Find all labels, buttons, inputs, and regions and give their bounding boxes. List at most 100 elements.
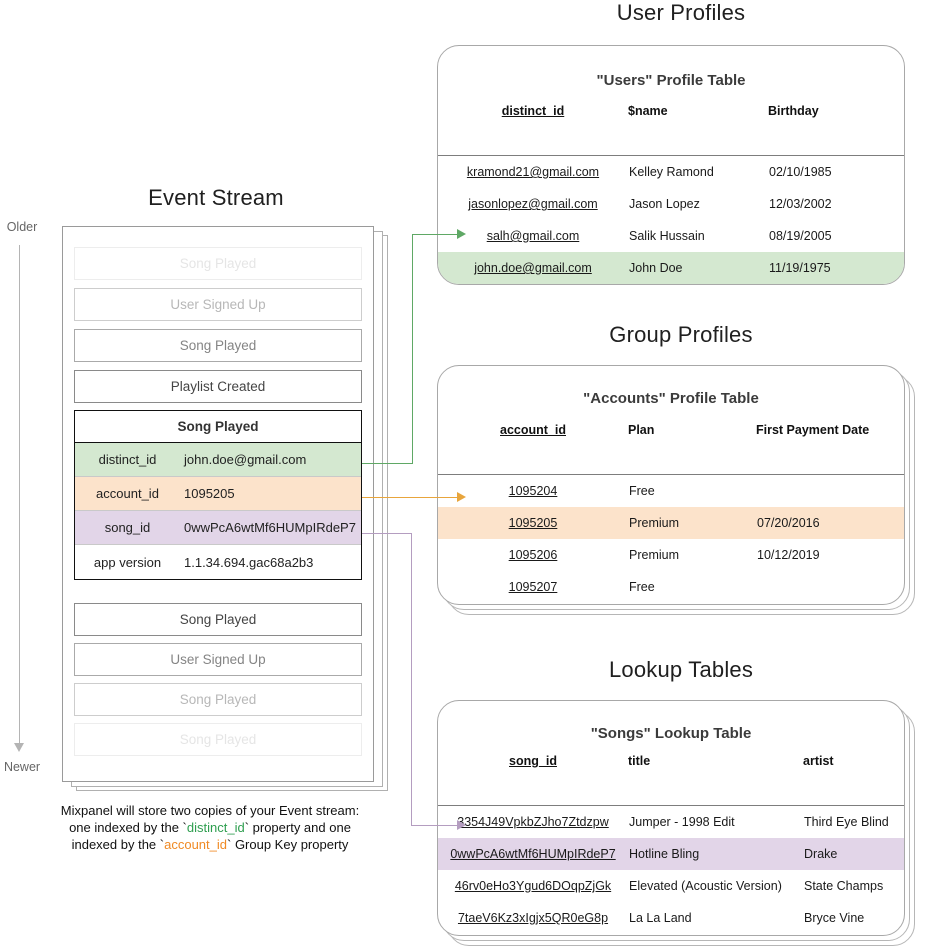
header-rule [438,125,904,156]
event-item[interactable]: Song Played [74,603,362,636]
event-item[interactable]: Song Played [74,329,362,362]
cell-name: Salik Hussain [629,229,705,243]
event-item-label: Song Played [179,256,257,271]
caption-token-distinct-id: distinct_id [186,820,245,835]
column-header-title: title [628,754,651,768]
event-property-key: distinct_id [98,452,157,467]
user-profiles-section-title: User Profiles [616,0,746,25]
table-row[interactable]: 46rv0eHo3Ygud6DOqpZjGk Elevated (Acousti… [438,870,904,902]
event-property-row-account-id[interactable]: account_id 1095205 [75,477,361,511]
cell-artist: State Champs [804,879,884,893]
table-header-row: account_id Plan First Payment Date [438,423,904,444]
group-profiles-section-title: Group Profiles [609,322,753,347]
connector-green-segment-2 [412,234,413,464]
event-property-value: john.doe@gmail.com [184,452,307,467]
event-property-value: 1.1.34.694.gac68a2b3 [184,554,314,570]
time-axis-line [19,245,20,750]
event-property-value: 0wwPcA6wtMf6HUMpIRdeP7 [184,520,356,535]
time-axis-arrowhead-icon [14,743,24,752]
event-item[interactable]: User Signed Up [74,288,362,321]
event-item[interactable]: User Signed Up [74,643,362,676]
cell-name: Jason Lopez [629,197,700,211]
event-property-row-song-id[interactable]: song_id 0wwPcA6wtMf6HUMpIRdeP7 [75,511,361,545]
connector-orange-segment-1 [362,497,460,498]
cell-distinct-id: kramond21@gmail.com [466,165,600,179]
column-header-name: $name [628,104,668,118]
caption-line-3-suffix: ` Group Key property [227,837,349,852]
selected-event-name: Song Played [75,411,361,443]
accounts-profile-panel: "Accounts" Profile Table account_id Plan… [437,365,905,605]
cell-birthday: 08/19/2005 [769,229,832,243]
column-header-account-id: account_id [500,423,566,437]
event-property-row-distinct-id[interactable]: distinct_id john.doe@gmail.com [75,443,361,477]
users-profile-table: distinct_id $name Birthday kramond21@gma… [438,104,904,284]
table-row[interactable]: 7taeV6Kz3xIgjx5QR0eG8p La La Land Bryce … [438,902,904,934]
cell-distinct-id: salh@gmail.com [486,229,580,243]
event-stream-title: Event Stream [148,185,284,210]
event-item[interactable]: Song Played [74,683,362,716]
cell-title: Elevated (Acoustic Version) [629,879,782,893]
cell-first-payment-date: 10/12/2019 [757,548,820,562]
cell-distinct-id: jasonlopez@gmail.com [468,197,598,211]
event-item[interactable]: Playlist Created [74,370,362,403]
accounts-profile-table: account_id Plan First Payment Date 10952… [438,423,904,603]
event-property-row-app-version[interactable]: app version 1.1.34.694.gac68a2b3 [75,545,361,579]
cell-plan: Premium [628,507,756,539]
cell-birthday: 11/19/1975 [768,252,904,284]
selected-event-card[interactable]: Song Played distinct_id john.doe@gmail.c… [74,410,362,580]
table-row-highlighted[interactable]: john.doe@gmail.com John Doe 11/19/1975 [438,252,904,284]
event-item[interactable]: Song Played [74,247,362,280]
connector-purple-arrowhead-icon [457,820,466,830]
event-item-label: Song Played [179,612,257,627]
connector-green-segment-3 [412,234,462,235]
event-stream-caption: Mixpanel will store two copies of your E… [32,802,388,853]
cell-account-id: 1095205 [438,507,628,539]
event-property-key: app version [93,554,162,570]
cell-title: Jumper - 1998 Edit [629,815,735,829]
table-row[interactable]: 1095207 Free [438,571,904,603]
cell-song-id: 46rv0eHo3Ygud6DOqpZjGk [454,879,612,893]
event-property-key: song_id [104,520,151,535]
axis-label-older: Older [6,220,38,234]
songs-lookup-panel: "Songs" Lookup Table song_id title artis… [437,700,905,936]
lookup-tables-section-title: Lookup Tables [608,657,754,682]
table-row[interactable]: kramond21@gmail.com Kelley Ramond 02/10/… [438,156,904,189]
cell-account-id: 1095204 [508,484,558,498]
header-rule [438,444,904,475]
cell-title: La La Land [629,911,692,925]
cell-title: Hotline Bling [628,838,803,870]
cell-plan: Free [629,580,655,594]
table-row-highlighted[interactable]: 1095205 Premium 07/20/2016 [438,507,904,539]
table-row[interactable]: 3354J49VpkbZJho7Ztdzpw Jumper - 1998 Edi… [438,806,904,839]
event-item-label: User Signed Up [170,652,266,667]
event-item-label: Song Played [179,692,257,707]
caption-line-1: Mixpanel will store two copies of your E… [60,803,360,818]
axis-label-newer: Newer [3,760,41,774]
table-row[interactable]: 1095206 Premium 10/12/2019 [438,539,904,571]
caption-line-3-prefix: indexed by the ` [71,837,165,852]
column-header-artist: artist [803,754,834,768]
table-row[interactable]: jasonlopez@gmail.com Jason Lopez 12/03/2… [438,188,904,220]
caption-token-account-id: account_id [164,837,227,852]
cell-song-id: 7taeV6Kz3xIgjx5QR0eG8p [457,911,609,925]
table-row-highlighted[interactable]: 0wwPcA6wtMf6HUMpIRdeP7 Hotline Bling Dra… [438,838,904,870]
cell-artist: Drake [803,838,904,870]
column-header-birthday: Birthday [768,104,819,118]
users-table-title: "Users" Profile Table [596,72,746,89]
connector-purple-segment-3 [411,825,461,826]
cell-account-id: 1095207 [508,580,558,594]
event-item[interactable]: Song Played [74,723,362,756]
event-item-label: User Signed Up [170,297,266,312]
event-item-label: Playlist Created [170,379,266,394]
column-header-song-id: song_id [509,754,557,768]
event-property-key: account_id [96,486,159,501]
table-row[interactable]: salh@gmail.com Salik Hussain 08/19/2005 [438,220,904,252]
column-header-distinct-id: distinct_id [501,104,565,118]
event-property-value: 1095205 [184,486,235,501]
column-header-plan: Plan [628,423,655,437]
event-item-label: Song Played [179,338,257,353]
songs-table-title: "Songs" Lookup Table [590,725,752,742]
connector-purple-segment-1 [362,533,412,534]
table-row[interactable]: 1095204 Free [438,475,904,508]
table-header-row: distinct_id $name Birthday [438,104,904,125]
